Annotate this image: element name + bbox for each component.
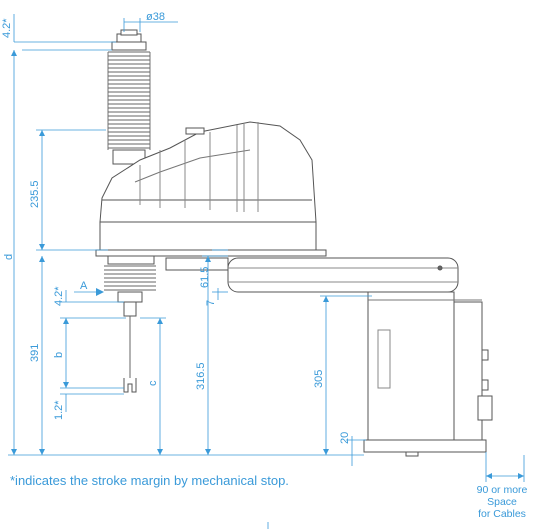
diameter-label: ø38 bbox=[146, 11, 165, 23]
height-d-label: d bbox=[3, 254, 15, 260]
cable-space-note: 90 or more Space for Cables bbox=[468, 484, 536, 520]
arm-offset-61-5-label: 61.5 bbox=[199, 267, 211, 288]
height-305-label: 305 bbox=[313, 370, 325, 388]
ball-screw-spline bbox=[104, 255, 156, 393]
foot-20-label: 20 bbox=[339, 432, 351, 444]
shaft-margin-bottom-label: 1.2* bbox=[53, 400, 65, 420]
view-arrow-label: A bbox=[80, 280, 88, 292]
top-margin-label: 4.2* bbox=[1, 18, 13, 38]
length-c-label: c bbox=[147, 380, 159, 386]
cable-space-line-1: 90 or more bbox=[476, 484, 528, 496]
dimension-labels: ø38 4.2* d 235.5 4.2* 391 b 1.2* c 316.5… bbox=[1, 11, 351, 444]
base-body bbox=[95, 121, 327, 257]
stroke-margin-note: *indicates the stroke margin by mechanic… bbox=[10, 473, 289, 488]
shaft-margin-top-label: 4.2* bbox=[53, 286, 65, 306]
cable-space-line-2: Space bbox=[487, 496, 517, 508]
arm-2 bbox=[165, 257, 459, 293]
base-to-head-label: 235.5 bbox=[29, 180, 41, 208]
cable-space-line-3: for Cables bbox=[478, 508, 526, 520]
stroke-b-label: b bbox=[53, 352, 65, 358]
height-316-5-label: 316.5 bbox=[195, 362, 207, 390]
dimension-lines bbox=[8, 14, 525, 529]
robot-outline bbox=[95, 29, 493, 457]
arm-offset-7-label: 7 bbox=[205, 300, 217, 306]
bellows-boot bbox=[107, 29, 151, 165]
controller-unit bbox=[363, 291, 493, 457]
length-391-label: 391 bbox=[29, 344, 41, 362]
